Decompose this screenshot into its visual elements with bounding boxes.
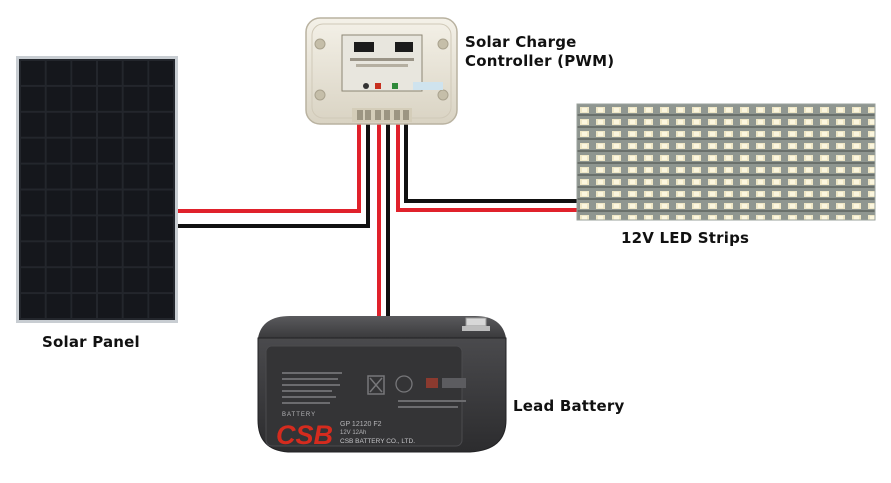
solar-cell (72, 86, 96, 111)
solar-cell (123, 86, 148, 111)
solar-cell (123, 138, 148, 163)
wiring (178, 116, 580, 320)
solar-cell (98, 216, 122, 241)
solar-cell (123, 164, 148, 189)
charge-controller-icon (305, 17, 458, 125)
solar-cell (21, 190, 45, 215)
solar-cell (123, 190, 148, 215)
solar-cell (72, 242, 96, 267)
solar-cell (98, 138, 122, 163)
solar-cell (72, 138, 96, 163)
solar-cell (46, 216, 71, 241)
solar-panel (16, 56, 178, 323)
solar-cell (149, 164, 173, 189)
solar-cell (72, 190, 96, 215)
led-strips (576, 103, 876, 221)
charge-controller (305, 17, 458, 125)
led-strips-label: 12V LED Strips (621, 229, 750, 247)
solar-cell (98, 61, 122, 85)
solar-cell (149, 112, 173, 137)
solar-cell (98, 294, 122, 318)
solar-cell (21, 112, 45, 137)
battery-logo: CSB (276, 420, 333, 450)
solar-cell (72, 164, 96, 189)
solar-cell (123, 216, 148, 241)
solar-cell (46, 138, 71, 163)
load-negative-wire (404, 116, 580, 203)
solar-cell (46, 112, 71, 137)
solar-cell (21, 242, 45, 267)
battery-label: Lead Battery (513, 397, 625, 415)
battery-icon: BATTERY CSB GP 12120 F2 12V 12Ah CSB BAT… (257, 316, 507, 453)
solar-cell (72, 112, 96, 137)
solar-cell (21, 138, 45, 163)
solar-cell (72, 268, 96, 293)
solar-cell (123, 112, 148, 137)
load-positive-wire (396, 116, 580, 212)
panel-negative-wire (178, 116, 370, 228)
controller-label-line2: Controller (PWM) (465, 52, 615, 70)
solar-cell (98, 190, 122, 215)
solar-cell (123, 242, 148, 267)
led-strip-icon (576, 103, 876, 221)
solar-cell (46, 242, 71, 267)
solar-cell (21, 86, 45, 111)
solar-cell (46, 190, 71, 215)
solar-cell (149, 138, 173, 163)
battery-model-text: GP 12120 F2 (340, 421, 382, 428)
solar-cell (46, 294, 71, 318)
solar-cell (123, 268, 148, 293)
solar-cell (123, 294, 148, 318)
solar-cell (21, 61, 45, 85)
solar-cell (149, 242, 173, 267)
solar-cell (72, 216, 96, 241)
solar-cell (123, 61, 148, 85)
solar-cell (72, 61, 96, 85)
solar-cell (149, 268, 173, 293)
solar-cell (72, 294, 96, 318)
battery-brand-text: CSB BATTERY CO., LTD. (340, 438, 415, 445)
solar-cell (98, 268, 122, 293)
battery-spec-text: 12V 12Ah (340, 430, 366, 436)
solar-cell (21, 294, 45, 318)
solar-cell (149, 190, 173, 215)
lead-battery: BATTERY CSB GP 12120 F2 12V 12Ah CSB BAT… (257, 316, 507, 453)
panel-positive-wire (178, 116, 361, 213)
solar-cell (46, 86, 71, 111)
solar-cell (21, 216, 45, 241)
solar-cell (46, 61, 71, 85)
solar-cell (21, 268, 45, 293)
solar-cell (98, 164, 122, 189)
solar-cell (21, 164, 45, 189)
solar-cell (98, 112, 122, 137)
solar-panel-label: Solar Panel (42, 333, 140, 351)
solar-cell (98, 242, 122, 267)
solar-panel-icon (16, 56, 178, 323)
solar-cell (46, 164, 71, 189)
solar-cell (149, 216, 173, 241)
controller-label: Solar Charge Controller (PWM) (465, 33, 614, 71)
controller-label-line1: Solar Charge (465, 33, 577, 51)
solar-cell (46, 268, 71, 293)
battery-top-text: BATTERY (282, 412, 316, 418)
solar-cell (98, 86, 122, 111)
solar-cell (149, 86, 173, 111)
solar-cell (149, 61, 173, 85)
solar-cell (149, 294, 173, 318)
